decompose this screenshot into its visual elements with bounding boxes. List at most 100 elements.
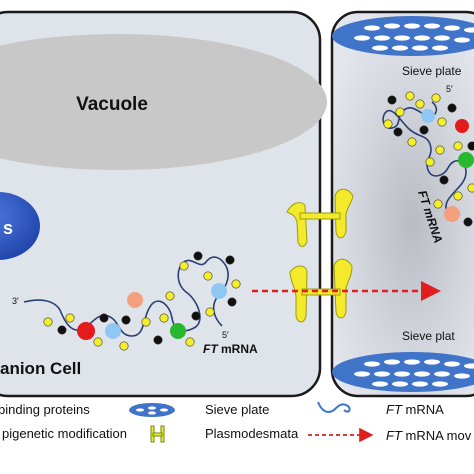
epigenetic-mark-yellow xyxy=(179,261,189,271)
plasmodesmata-bottom xyxy=(289,258,353,323)
epigenetic-mark-yellow xyxy=(159,313,169,323)
five-prime-label: 5′ xyxy=(222,330,229,340)
sieve-pore xyxy=(392,381,408,387)
epigenetic-mark-yellow xyxy=(203,271,213,281)
sieve-pore xyxy=(372,381,388,387)
sieve-pore xyxy=(374,371,390,377)
plasmodesmata-top xyxy=(286,188,354,247)
sieve-plate-top-label: Sieve plate xyxy=(402,64,462,78)
sieve-pore xyxy=(424,359,440,365)
epigenetic-mark-black xyxy=(121,315,131,325)
epigenetic-mark-black xyxy=(57,325,67,335)
epigenetic-mark-yellow xyxy=(383,119,393,129)
sieve-pore xyxy=(414,35,430,41)
vacuole-label: Vacuole xyxy=(76,94,148,115)
sieve-pore xyxy=(364,361,380,367)
sieve-mrna-strand xyxy=(382,101,467,217)
sieve-pore xyxy=(454,37,470,43)
epigenetic-mark-yellow xyxy=(93,337,103,347)
sieve-pore xyxy=(412,45,428,51)
sieve-pore xyxy=(432,381,448,387)
sieve-pore xyxy=(454,373,470,379)
legend-plasmodesmata: Plasmodesmata xyxy=(205,426,299,441)
epigenetic-mark-black xyxy=(191,311,201,321)
sieve-pore xyxy=(404,23,420,29)
epigenetic-mark-black xyxy=(463,217,473,227)
binding-protein-salmon xyxy=(444,206,460,222)
legend-ft-mrna: FT mRNA xyxy=(386,402,444,417)
binding-protein-green xyxy=(458,152,474,168)
epigenetic-mark-yellow xyxy=(119,341,129,351)
nucleus xyxy=(0,192,40,260)
epigenetic-mark-black xyxy=(99,313,109,323)
epigenetic-mark-yellow xyxy=(435,145,445,155)
nucleus-label: s xyxy=(3,218,13,238)
epigenetic-mark-yellow xyxy=(415,99,425,109)
epigenetic-mark-yellow xyxy=(437,117,447,127)
sieve-pore xyxy=(372,45,388,51)
epigenetic-mark-black xyxy=(153,335,163,345)
epigenetic-mark-yellow xyxy=(453,191,463,201)
epigenetic-mark-black xyxy=(393,127,403,137)
binding-protein-salmon xyxy=(127,292,143,308)
sieve-pore xyxy=(414,371,430,377)
epigenetic-mark-yellow xyxy=(431,93,441,103)
epigenetic-mark-yellow xyxy=(65,313,75,323)
binding-protein-green xyxy=(170,323,186,339)
epigenetic-mark-black xyxy=(193,251,203,261)
sieve-pore xyxy=(392,45,408,51)
sieve-pore xyxy=(354,35,370,41)
epigenetic-mark-black xyxy=(227,297,237,307)
legend-sieve-plate-pores xyxy=(136,406,168,415)
binding-protein-red xyxy=(77,322,95,340)
epigenetic-mark-yellow xyxy=(43,317,53,327)
sieve-modification-dots xyxy=(383,91,474,227)
sieve-pore xyxy=(464,363,474,369)
companion-modification-dots xyxy=(43,251,241,351)
legend-sieve-plate-icon xyxy=(129,403,175,417)
sieve-five-prime: 5′ xyxy=(446,84,453,94)
epigenetic-mark-yellow xyxy=(467,183,474,193)
vacuole xyxy=(0,34,327,170)
epigenetic-mark-black xyxy=(387,95,397,105)
epigenetic-mark-black xyxy=(419,125,429,135)
companion-cell-label: anion Cell xyxy=(0,359,81,378)
epigenetic-mark-yellow xyxy=(395,107,405,117)
epigenetic-mark-yellow xyxy=(433,199,443,209)
sieve-pore xyxy=(444,25,460,31)
sieve-pore xyxy=(434,371,450,377)
sieve-proteins xyxy=(421,109,474,222)
sieve-pore xyxy=(432,45,448,51)
sieve-pore xyxy=(404,359,420,365)
sieve-pore xyxy=(424,23,440,29)
epigenetic-mark-black xyxy=(439,175,449,185)
epigenetic-mark-yellow xyxy=(205,307,215,317)
epigenetic-mark-black xyxy=(225,255,235,265)
binding-protein-cyan xyxy=(211,283,227,299)
epigenetic-mark-yellow xyxy=(405,91,415,101)
binding-protein-cyan xyxy=(105,323,121,339)
companion-proteins xyxy=(77,283,227,340)
epigenetic-mark-black xyxy=(447,103,457,113)
legend: binding proteins pigenetic modification … xyxy=(0,401,472,443)
legend-ft-mrna-movement: FT mRNA mov xyxy=(386,428,472,443)
sieve-pore xyxy=(444,361,460,367)
legend-binding-proteins: binding proteins xyxy=(0,402,90,417)
three-prime-label: 3′ xyxy=(12,296,19,306)
sieve-pore xyxy=(434,35,450,41)
binding-protein-red xyxy=(455,119,469,133)
legend-epigenetic: pigenetic modification xyxy=(2,426,127,441)
epigenetic-mark-yellow xyxy=(425,157,435,167)
epigenetic-mark-yellow xyxy=(231,279,241,289)
legend-ft-mrna-icon xyxy=(317,401,351,413)
epigenetic-mark-black xyxy=(467,141,474,151)
epigenetic-mark-yellow xyxy=(185,337,195,347)
sieve-pore xyxy=(394,35,410,41)
sieve-pore xyxy=(412,381,428,387)
sieve-pores xyxy=(354,23,474,387)
epigenetic-mark-yellow xyxy=(407,137,417,147)
legend-plasmodesmata-icon xyxy=(150,425,165,443)
sieve-pore xyxy=(464,27,474,33)
epigenetic-mark-yellow xyxy=(453,141,463,151)
